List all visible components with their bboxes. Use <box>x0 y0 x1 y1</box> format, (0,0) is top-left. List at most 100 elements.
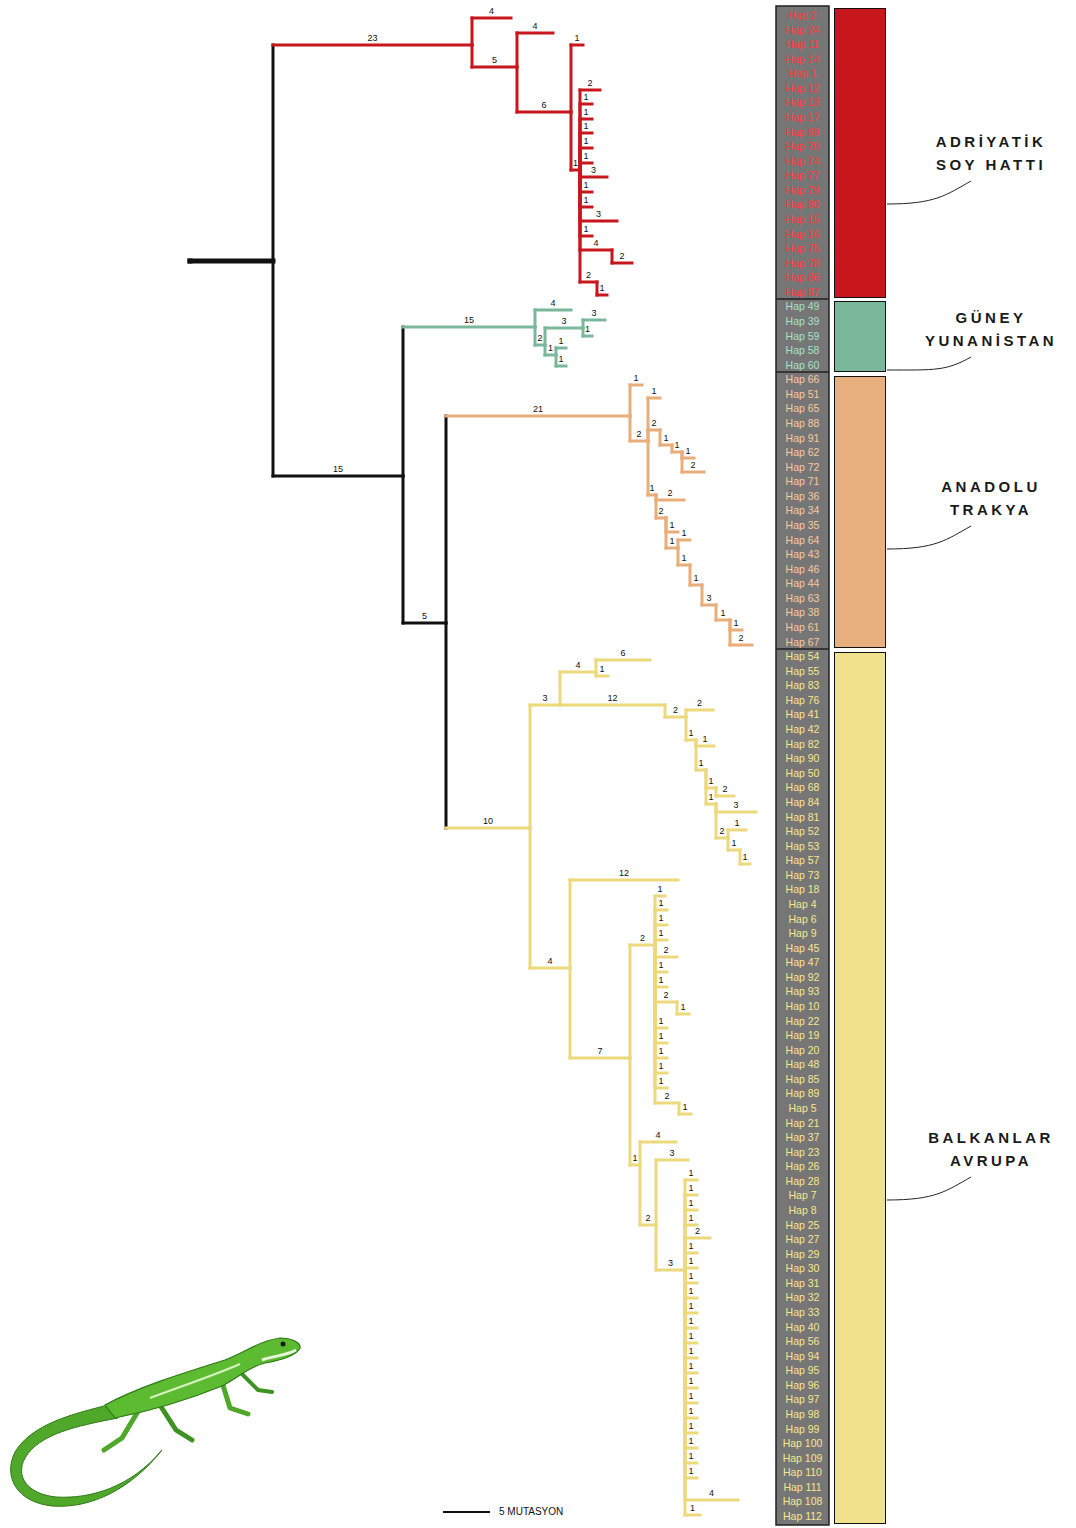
haplotype-label: Hap 98 <box>776 1407 829 1421</box>
mutation-count: 7 <box>597 1046 602 1056</box>
haplotype-label: Hap 78 <box>776 256 829 270</box>
mutation-count: 1 <box>702 734 707 744</box>
tree-branch <box>685 1372 697 1375</box>
tree-stem <box>684 1195 687 1270</box>
haplotype-label: Hap 65 <box>776 401 829 415</box>
mutation-count: 2 <box>619 251 624 261</box>
group-divider <box>776 298 829 300</box>
mutation-count: 2 <box>663 990 668 1000</box>
mutation-count: 2 <box>667 488 672 498</box>
haplotype-label: Hap 6 <box>776 912 829 926</box>
tree-branch <box>571 44 583 47</box>
mutation-count: 3 <box>561 316 566 326</box>
mutation-count: 1 <box>658 928 663 938</box>
lizard-throat <box>262 1350 296 1360</box>
tree-stem <box>595 660 598 672</box>
tree-branch <box>570 1057 630 1060</box>
tree-stem <box>629 416 632 441</box>
haplotype-label: Hap 43 <box>776 547 829 561</box>
haplotype-label: Hap 29 <box>776 1247 829 1261</box>
haplotype-label: Hap 10 <box>776 999 829 1013</box>
mutation-count: 1 <box>663 433 668 443</box>
tree-branch <box>730 629 742 632</box>
haplotype-label: Hap 14 <box>776 52 829 66</box>
tree-branch <box>655 1057 667 1060</box>
mutation-count: 1 <box>583 151 588 161</box>
tree-branch <box>655 1042 667 1045</box>
mutation-count: 1 <box>649 483 654 493</box>
lizard-leg <box>240 1372 272 1392</box>
tree-stem <box>705 770 708 804</box>
haplotype-label: Hap 27 <box>776 1232 829 1246</box>
haplotype-label: Hap 37 <box>776 1130 829 1144</box>
clade-name: GÜNEY YUNANİSTAN <box>911 306 1071 352</box>
haplotype-label: Hap 91 <box>776 431 829 445</box>
tree-branch <box>530 967 570 970</box>
mutation-count: 2 <box>697 698 702 708</box>
tree-branch <box>560 704 665 707</box>
haplotype-label: Hap 51 <box>776 387 829 401</box>
tree-stem <box>569 968 572 1058</box>
haplotype-label: Hap 39 <box>776 314 829 328</box>
tree-branch <box>716 811 756 814</box>
tree-stem <box>559 672 562 705</box>
haplotype-label: Hap 30 <box>776 1261 829 1275</box>
mutation-count: 1 <box>688 1198 693 1208</box>
tree-branch <box>685 1387 697 1390</box>
tree-branch <box>685 1179 697 1182</box>
mutation-count: 1 <box>693 573 698 583</box>
tree-stem <box>647 441 650 495</box>
tree-branch <box>630 384 642 387</box>
mutation-count: 1 <box>669 520 674 530</box>
mutation-count: 23 <box>367 33 377 43</box>
tree-branch <box>685 1252 697 1255</box>
tree-stem <box>402 476 405 623</box>
tree-stem <box>676 1002 679 1014</box>
mutation-count: 1 <box>688 1436 693 1446</box>
tree-branch <box>556 347 566 350</box>
tree-branch <box>660 444 672 447</box>
haplotype-label: Hap 83 <box>776 678 829 692</box>
tree-branch <box>446 827 530 830</box>
mutation-count: 3 <box>706 593 711 603</box>
tree-stem <box>471 18 474 45</box>
mutation-count: 1 <box>681 528 686 538</box>
haplotype-label: Hap 97 <box>776 1392 829 1406</box>
haplotype-label: Hap 28 <box>776 1174 829 1188</box>
tree-branch <box>655 1072 667 1075</box>
tree-branch <box>685 1209 697 1212</box>
haplotype-label: Hap 54 <box>776 649 829 663</box>
tree-branch <box>696 745 714 748</box>
tree-branch <box>685 1357 697 1360</box>
tree-branch <box>648 429 660 432</box>
tree-stem <box>516 67 519 112</box>
tree-branch <box>580 147 592 150</box>
mutation-count: 1 <box>658 1046 663 1056</box>
mutation-count: 1 <box>690 1503 695 1513</box>
mutation-count: 1 <box>688 1346 693 1356</box>
tree-branch <box>560 671 596 674</box>
haplotype-label: Hap 49 <box>776 299 829 313</box>
mutation-count: 1 <box>688 1271 693 1281</box>
tree-branch <box>740 863 750 866</box>
tree-branch <box>597 294 607 297</box>
haplotype-label: Hap 41 <box>776 707 829 721</box>
mutation-count: 1 <box>688 1451 693 1461</box>
mutation-count: 1 <box>669 536 674 546</box>
tree-stem <box>516 33 519 67</box>
haplotype-label: Hap 33 <box>776 1305 829 1319</box>
haplotype-label: Hap 42 <box>776 722 829 736</box>
haplotype-label: Hap 64 <box>776 533 829 547</box>
mutation-count: 1 <box>658 1031 663 1041</box>
haplotype-label: Hap 34 <box>776 503 829 517</box>
mutation-count: 1 <box>688 1376 693 1386</box>
tree-branch <box>655 956 677 959</box>
mutation-count: 1 <box>658 1061 663 1071</box>
haplotype-label: Hap 72 <box>776 460 829 474</box>
mutation-count: 2 <box>738 633 743 643</box>
tree-branch <box>545 354 556 357</box>
tree-stem <box>647 398 650 441</box>
mutation-count: 3 <box>542 693 547 703</box>
mutation-count: 5 <box>492 55 497 65</box>
